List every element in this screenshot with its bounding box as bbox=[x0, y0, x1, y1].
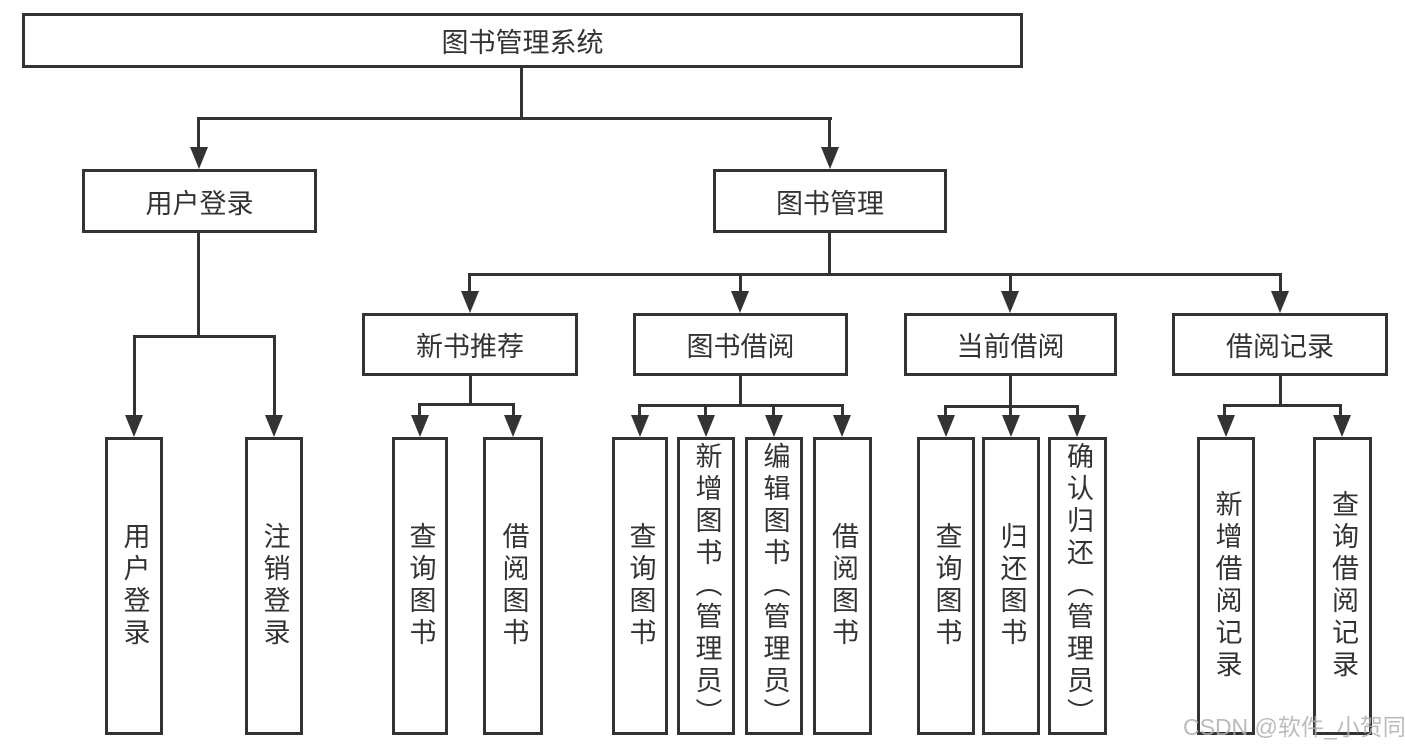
connector-line bbox=[1279, 376, 1282, 407]
connector-arrowhead bbox=[1217, 415, 1235, 437]
csdn-watermark: CSDN @软件_小贺同学 bbox=[1183, 714, 1405, 740]
node-label: 图书管理 bbox=[776, 188, 884, 219]
connector-line bbox=[520, 68, 523, 120]
connector-line bbox=[1279, 273, 1282, 295]
connector-arrowhead bbox=[190, 147, 208, 169]
connector-line bbox=[133, 335, 276, 338]
connector-arrowhead bbox=[937, 415, 955, 437]
connector-line bbox=[469, 376, 472, 406]
node-label: 借阅记录 bbox=[1226, 332, 1334, 362]
connector-arrowhead bbox=[1271, 291, 1289, 313]
node-label: 编辑图书（管理员） bbox=[759, 442, 790, 730]
connector-line bbox=[841, 404, 844, 419]
node-label: 新增借阅记录 bbox=[1211, 490, 1242, 682]
node-book-management: 图书管理 bbox=[713, 169, 947, 233]
node-label: 图书借阅 bbox=[686, 332, 795, 362]
connector-arrowhead bbox=[731, 291, 749, 313]
leaf-borrow-books-recommend: 借阅图书 bbox=[483, 437, 543, 735]
connector-line bbox=[638, 404, 844, 407]
node-label: 查询图书 bbox=[405, 522, 436, 650]
leaf-query-books-current: 查询图书 bbox=[917, 437, 975, 735]
connector-arrowhead bbox=[461, 291, 479, 313]
leaf-confirm-return-admin: 确认归还（管理员） bbox=[1048, 437, 1107, 735]
leaf-query-books-recommend: 查询图书 bbox=[392, 437, 448, 735]
connector-line bbox=[512, 403, 515, 419]
connector-arrowhead bbox=[697, 415, 715, 437]
connector-arrowhead bbox=[631, 415, 649, 437]
leaf-query-books-borrowing: 查询图书 bbox=[612, 437, 668, 735]
connector-line bbox=[772, 404, 775, 419]
node-book-borrowing: 图书借阅 bbox=[633, 313, 848, 376]
node-label: 借阅图书 bbox=[828, 522, 858, 650]
node-current-borrowing: 当前借阅 bbox=[904, 313, 1117, 376]
connector-line bbox=[638, 404, 641, 419]
node-label: 查询图书 bbox=[625, 522, 656, 650]
node-label: 用户登录 bbox=[119, 522, 150, 650]
connector-line bbox=[1223, 404, 1226, 419]
connector-line bbox=[828, 233, 831, 276]
connector-line bbox=[418, 403, 421, 419]
connector-line bbox=[133, 335, 136, 419]
connector-line bbox=[197, 232, 200, 338]
connector-arrowhead bbox=[1068, 415, 1086, 437]
connector-line bbox=[739, 273, 742, 295]
node-label: 用户登录 bbox=[145, 188, 254, 219]
node-label: 当前借阅 bbox=[956, 332, 1065, 362]
node-label: 新增图书（管理员） bbox=[691, 442, 722, 730]
connector-line bbox=[197, 117, 832, 120]
connector-arrowhead bbox=[765, 415, 783, 437]
connector-line bbox=[944, 405, 947, 419]
connector-arrowhead bbox=[265, 415, 283, 437]
node-label: 查询借阅记录 bbox=[1328, 490, 1358, 682]
leaf-return-books: 归还图书 bbox=[982, 437, 1040, 735]
node-root-system: 图书管理系统 bbox=[22, 13, 1023, 68]
leaf-query-borrow-record: 查询借阅记录 bbox=[1313, 437, 1372, 735]
connector-arrowhead bbox=[821, 147, 839, 169]
node-label: 注销登录 bbox=[259, 522, 290, 650]
connector-line bbox=[468, 273, 1282, 276]
node-label: 归还图书 bbox=[996, 522, 1027, 650]
node-new-book-recommend: 新书推荐 bbox=[362, 313, 578, 376]
connector-line bbox=[704, 404, 707, 419]
connector-arrowhead bbox=[125, 415, 143, 437]
node-label: 确认归还（管理员） bbox=[1063, 442, 1093, 730]
leaf-add-books-admin: 新增图书（管理员） bbox=[677, 437, 735, 735]
node-label: 图书管理系统 bbox=[441, 28, 604, 58]
connector-line bbox=[418, 403, 515, 406]
connector-arrowhead bbox=[504, 415, 522, 437]
node-label: 新书推荐 bbox=[416, 332, 524, 362]
connector-arrowhead bbox=[1333, 415, 1351, 437]
leaf-user-login: 用户登录 bbox=[105, 437, 163, 735]
leaf-logout-login: 注销登录 bbox=[245, 437, 303, 735]
connector-arrowhead bbox=[833, 415, 851, 437]
connector-line bbox=[273, 335, 276, 419]
connector-line bbox=[739, 376, 742, 407]
node-label: 查询图书 bbox=[931, 522, 962, 650]
leaf-borrow-books-borrowing: 借阅图书 bbox=[813, 437, 872, 735]
connector-line bbox=[1009, 273, 1012, 295]
leaf-edit-books-admin: 编辑图书（管理员） bbox=[745, 437, 803, 735]
connector-line bbox=[1076, 405, 1079, 419]
connector-line bbox=[468, 273, 471, 295]
connector-line bbox=[197, 117, 200, 151]
node-user-login: 用户登录 bbox=[82, 169, 317, 233]
connector-line bbox=[1339, 404, 1342, 419]
node-label: 借阅图书 bbox=[498, 522, 529, 650]
connector-arrowhead bbox=[1002, 415, 1020, 437]
connector-arrowhead bbox=[411, 415, 429, 437]
connector-arrowhead bbox=[1001, 291, 1019, 313]
node-borrowing-records: 借阅记录 bbox=[1172, 313, 1388, 376]
connector-line bbox=[828, 117, 831, 151]
leaf-add-borrow-record: 新增借阅记录 bbox=[1197, 437, 1255, 735]
connector-line bbox=[1009, 405, 1012, 419]
connector-line bbox=[1009, 376, 1012, 408]
connector-line bbox=[1223, 404, 1341, 407]
